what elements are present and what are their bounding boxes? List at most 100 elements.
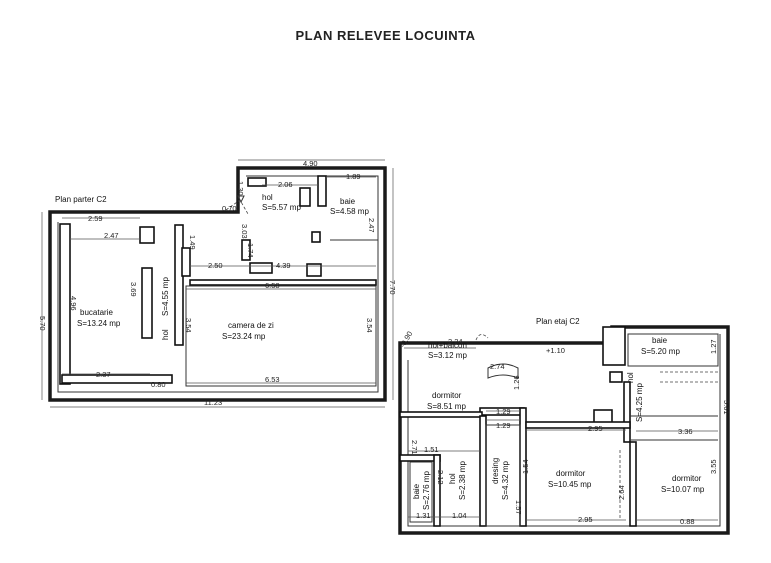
wall-segment [629,441,637,527]
wall-segment [525,421,631,429]
wall-segment [479,415,487,527]
stair-curve [487,363,519,379]
wall-segment [609,371,623,383]
dim-label: 2.74 [490,362,505,371]
dim-label: 2.24 [448,337,463,346]
dim-label: 2.12 [436,470,445,485]
page-title: PLAN RELEVEE LOCUINTA [295,28,476,43]
room-name-hol-balcon: hol+balcon [428,341,467,350]
dim-label: 1.49 [188,235,197,250]
wall-segment [249,262,273,274]
dim-label: 3.03 [240,224,249,239]
dim-label: 0.70 [222,204,237,213]
dim-label: 1.31 [416,511,431,520]
room-name-hol-ground-top: hol [262,193,273,202]
ground-outer-wall [48,166,387,402]
room-area-dormitor-2: S=10.45 mp [548,480,592,489]
room-name-baie-ground: baie [340,197,356,206]
dim-label: 1.74 [246,243,255,258]
room-name-hol-small: hol [448,473,457,484]
wall-segment [602,326,626,366]
dim-label: 3.55 [709,459,718,474]
dresing-outline [485,424,521,527]
wall-segment [189,279,377,286]
dim-label: 1.30 [236,181,245,196]
dim-label: 1.29 [496,407,511,416]
door-swing [475,334,489,341]
dim-label: 1.29 [496,421,511,430]
upper-outer-wall [398,325,730,535]
wall-segment [399,411,483,418]
wall-segment [61,374,173,384]
living-room-outline [185,285,377,387]
upper-floor-label: Plan etaj C2 [536,317,580,326]
ground-floor-plan: Plan parter C2 bucatarie S=13.24 mp hol … [38,159,397,408]
room-area-bucatarie: S=13.24 mp [77,319,121,328]
dim-label: 2.06 [278,180,293,189]
room-area-camera-de-zi: S=23.24 mp [222,332,266,341]
dim-label: 1.04 [452,511,467,520]
dim-label: 7.70 [388,280,397,295]
wall-segment [59,223,71,385]
dim-label: 2.95 [588,424,603,433]
room-name-dormitor-1: dormitor [432,391,462,400]
wall-segment [181,247,191,277]
room-area-hol-balcon: S=3.12 mp [428,351,467,360]
wall-segment [174,224,184,346]
room-area-dormitor-3: S=10.07 mp [661,485,705,494]
dim-label: 4.96 [69,296,78,311]
wall-segment [306,263,322,277]
room-name-dormitor-2: dormitor [556,469,586,478]
wall-segment [623,381,631,443]
dim-label: 1.57 [514,500,523,515]
room-name-hol-ground-left: hol [161,329,170,340]
ground-inner-wall-line [57,175,379,393]
wall-segment [141,267,153,339]
upper-floor-plan: Plan etaj C2 hol+balcon S=3.12 mp baie S… [398,317,731,535]
wall-segment [241,239,251,261]
dim-label: 3.54 [184,318,193,333]
dim-label: 5.70 [38,316,47,331]
room-area-dormitor-1: S=8.51 mp [427,402,466,411]
dim-label: 3.54 [365,318,374,333]
dim-label: 3.69 [129,282,138,297]
wall-segment [433,454,441,527]
dim-label: 1.89 [346,172,361,181]
dim-label: 0.88 [680,517,695,526]
dim-label: 6.53 [265,375,280,384]
room-name-baie-upper: baie [652,336,668,345]
dim-label: 11.23 [204,398,222,407]
room-name-bucatarie: bucatarie [80,308,113,317]
dim-label: 1.27 [709,339,718,354]
dim-label: 4.90 [303,159,318,168]
dim-label: 2.71 [410,440,419,455]
dim-label: 2.47 [367,218,376,233]
room-area-baie-upper: S=5.20 mp [641,347,680,356]
wall-segment [299,187,311,207]
dim-label: 1.26 [512,375,521,390]
room-name-dormitor-3: dormitor [672,474,702,483]
dim-label: 2.95 [578,515,593,524]
room-area-baie-small: S=2.76 mp [422,471,431,510]
upper-inner-wall-line [407,334,721,527]
ground-floor-label: Plan parter C2 [55,195,107,204]
wall-segment [247,177,267,187]
dim-label: 3.36 [678,427,693,436]
room-name-hol-upper-right: hol [626,372,635,383]
door-marker [237,195,245,204]
room-area-hol-upper-right: S=4.25 mp [635,383,644,422]
dim-label: 2.64 [617,485,626,500]
bath-outline [409,461,433,523]
dim-label: 6.58 [265,281,280,290]
dim-label: 5.61 [722,400,731,415]
room-area-hol-ground-left: S=4.55 mp [161,277,170,316]
dim-label: 2.37 [96,370,111,379]
room-area-hol-small: S=2.38 mp [458,461,467,500]
room-name-dresing: dresing [491,458,500,484]
dim-label: 1.54 [521,459,530,474]
dim-label: 2.59 [88,214,103,223]
room-name-camera-de-zi: camera de zi [228,321,274,330]
wall-segment [139,226,155,244]
